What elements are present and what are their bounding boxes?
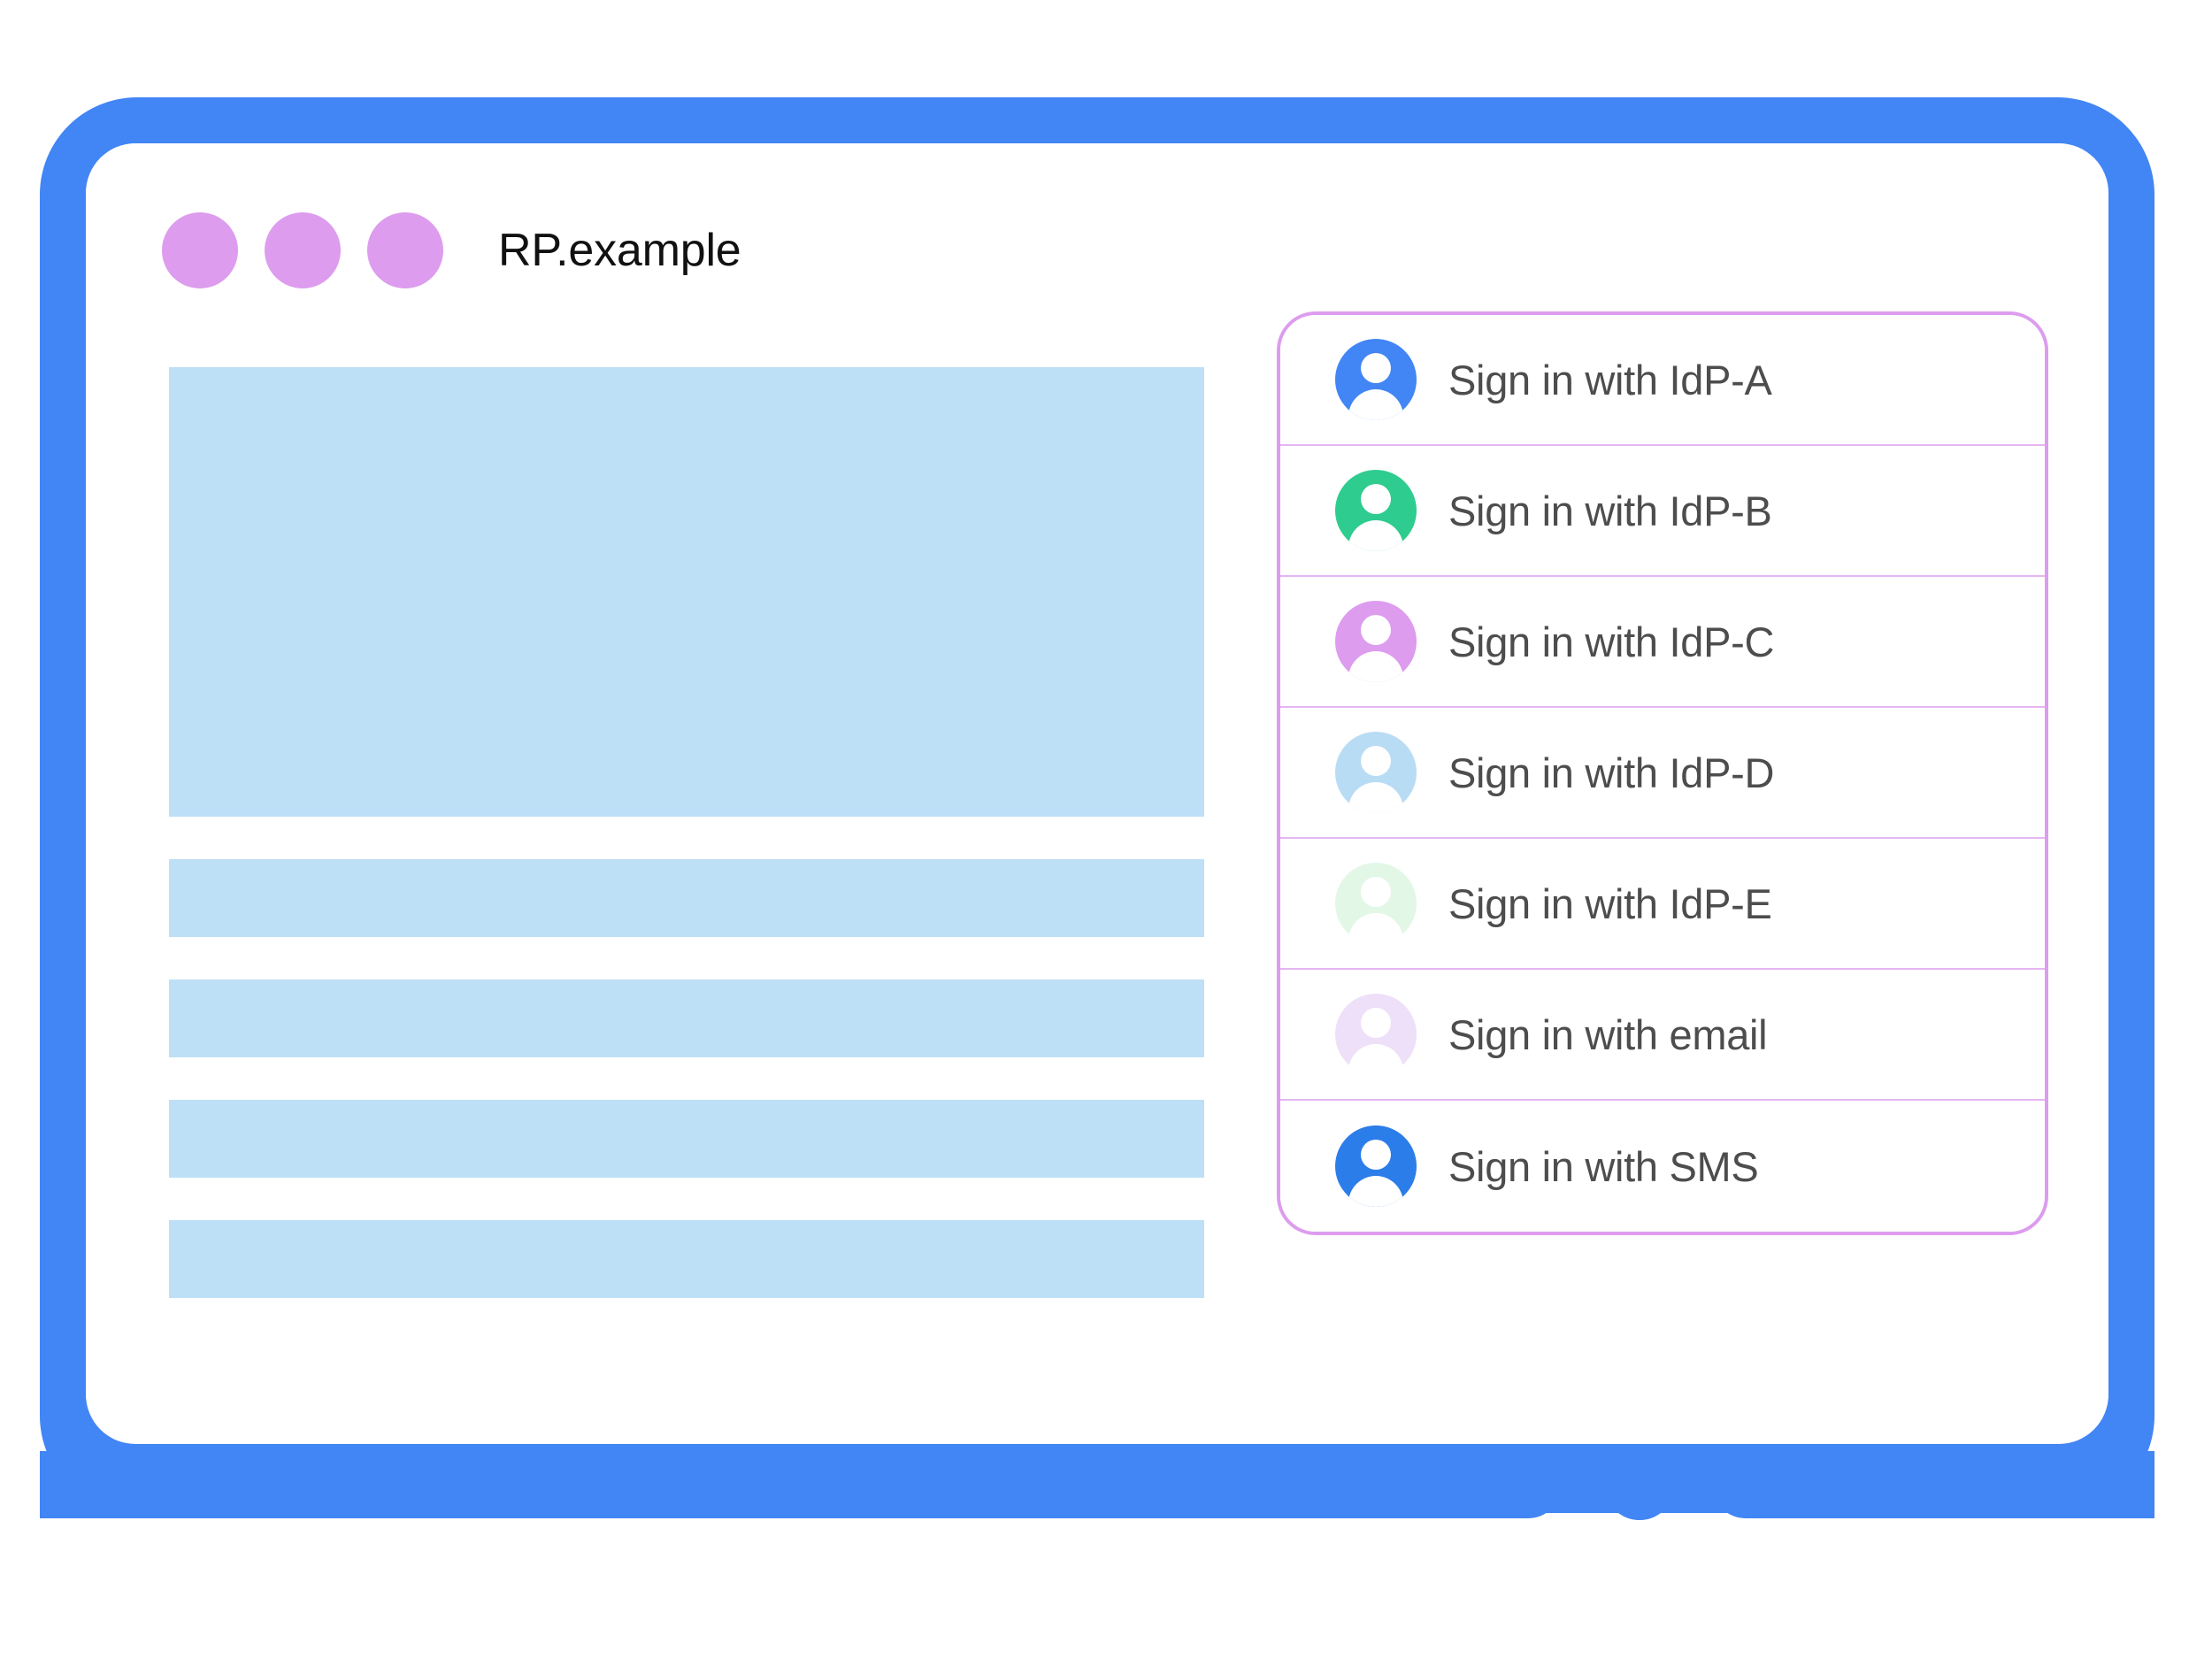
account-label: Sign in with email xyxy=(1448,1010,1768,1058)
device-bottom-bar-left xyxy=(40,1451,1562,1518)
page-title: RP.example xyxy=(498,225,741,276)
window-dot-1[interactable] xyxy=(162,212,238,288)
account-avatar-icon xyxy=(1335,339,1417,420)
text-line-placeholder-3 xyxy=(169,1100,1204,1178)
account-avatar-icon xyxy=(1335,1125,1417,1207)
window-dot-2[interactable] xyxy=(265,212,341,288)
account-row-idp-b[interactable]: Sign in with IdP-B xyxy=(1280,446,2045,577)
browser-screen: RP.example Sign in with IdP-A xyxy=(86,143,2108,1444)
account-label: Sign in with IdP-A xyxy=(1448,356,1772,403)
account-row-idp-a[interactable]: Sign in with IdP-A xyxy=(1280,315,2045,446)
window-dot-3[interactable] xyxy=(367,212,443,288)
text-line-placeholder-2 xyxy=(169,979,1204,1057)
account-chooser-panel: Sign in with IdP-A Sign in with IdP-B Si… xyxy=(1277,311,2048,1235)
home-button[interactable] xyxy=(1604,1449,1675,1520)
account-label: Sign in with IdP-C xyxy=(1448,618,1775,665)
account-avatar-icon xyxy=(1335,601,1417,682)
account-label: Sign in with IdP-D xyxy=(1448,749,1775,796)
account-avatar-icon xyxy=(1335,470,1417,551)
hero-placeholder xyxy=(169,367,1204,817)
device-bottom-bar-right xyxy=(1712,1451,2154,1518)
account-label: Sign in with SMS xyxy=(1448,1142,1759,1190)
account-row-idp-e[interactable]: Sign in with IdP-E xyxy=(1280,839,2045,970)
account-avatar-icon xyxy=(1335,732,1417,813)
browser-titlebar: RP.example xyxy=(162,212,741,288)
account-label: Sign in with IdP-E xyxy=(1448,879,1772,927)
text-line-placeholder-1 xyxy=(169,859,1204,937)
device-frame: RP.example Sign in with IdP-A xyxy=(40,97,2154,1562)
account-label: Sign in with IdP-B xyxy=(1448,487,1772,534)
account-row-idp-d[interactable]: Sign in with IdP-D xyxy=(1280,708,2045,839)
account-row-idp-c[interactable]: Sign in with IdP-C xyxy=(1280,577,2045,708)
account-avatar-icon xyxy=(1335,994,1417,1075)
account-row-email[interactable]: Sign in with email xyxy=(1280,970,2045,1101)
account-avatar-icon xyxy=(1335,863,1417,944)
page-content xyxy=(169,367,1204,1340)
account-row-sms[interactable]: Sign in with SMS xyxy=(1280,1101,2045,1232)
text-line-placeholder-4 xyxy=(169,1220,1204,1298)
